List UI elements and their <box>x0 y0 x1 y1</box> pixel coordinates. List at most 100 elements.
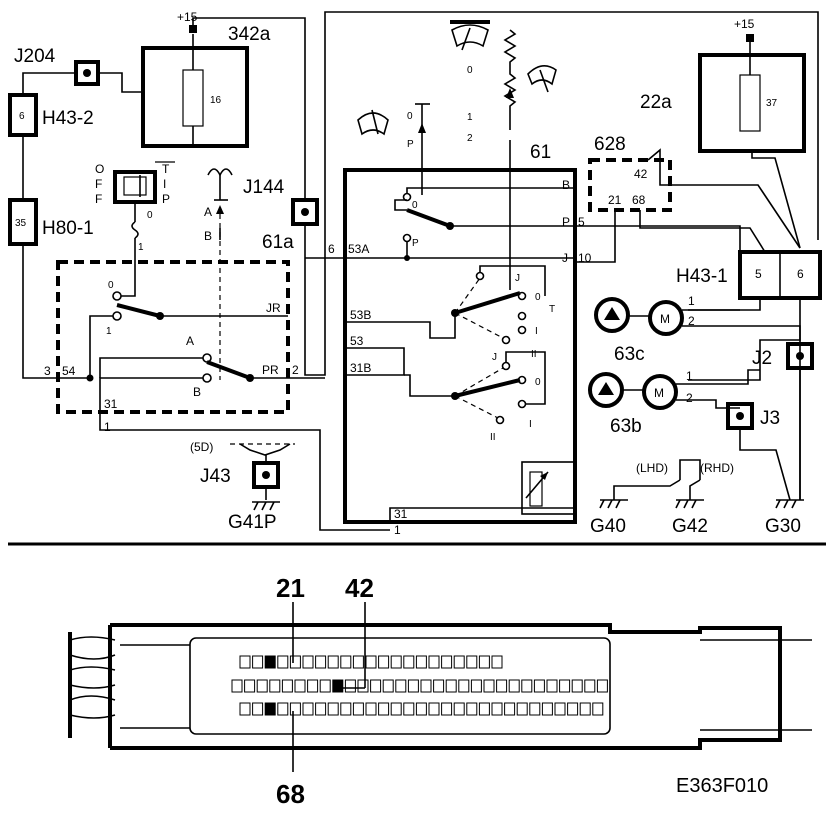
connector-h80-1: 35 H80-1 <box>8 198 94 246</box>
connector-pin <box>315 702 327 716</box>
term-31: 31 <box>104 397 118 411</box>
c628-42: 42 <box>634 167 648 181</box>
connector-pin <box>541 702 553 716</box>
connector-pin <box>491 655 503 669</box>
h80-1-pin: 35 <box>15 218 27 229</box>
sw-contact-0: 0 <box>108 280 114 291</box>
wiper-1: 1 <box>467 112 473 123</box>
grounds: (LHD) (RHD) G40 G42 G30 <box>590 368 804 537</box>
supply-label-right: +15 <box>734 17 755 31</box>
connector-pin <box>327 655 339 669</box>
highlighted-pin <box>264 655 276 669</box>
label-j2: J2 <box>752 348 772 369</box>
connector-pin <box>428 702 440 716</box>
connector-pin <box>395 679 407 693</box>
label-h80-1: H80-1 <box>42 218 94 239</box>
m63b-1: 1 <box>686 369 693 383</box>
connector-pin <box>307 679 319 693</box>
connector-pin <box>441 702 453 716</box>
h43-2-pin: 6 <box>19 111 25 122</box>
connector-pin <box>281 679 293 693</box>
connector-pin <box>478 702 490 716</box>
relay-coil-symbol: A B <box>204 168 233 380</box>
term-31b: 31B <box>350 361 371 375</box>
splice-j144: J144 <box>192 11 819 376</box>
pin-label-68: 68 <box>276 779 305 809</box>
term-2: 2 <box>292 363 299 377</box>
connector-pin <box>533 679 545 693</box>
label-j144: J144 <box>243 177 285 198</box>
r2-ii: II <box>490 432 496 443</box>
switch-61a: 61a 0 1 JR A B PR 2 54 3 31 1 <box>44 232 390 531</box>
label-g40: G40 <box>590 516 626 537</box>
connector-pin <box>415 655 427 669</box>
connector-pin <box>592 702 604 716</box>
fuse-16-label: 16 <box>210 95 222 106</box>
fuse-37-label: 37 <box>766 98 778 109</box>
connector-pin <box>508 679 520 693</box>
wiper-2: 2 <box>467 133 473 144</box>
wiper-p: P <box>407 139 414 150</box>
connector-pin <box>252 655 264 669</box>
connector-pin <box>294 679 306 693</box>
term-p: P <box>562 215 570 229</box>
stalk-o: O <box>95 162 104 176</box>
connector-pin <box>596 679 608 693</box>
term-jr: JR <box>266 301 281 315</box>
splice-j204: J204 <box>14 46 100 86</box>
wiper-0: 0 <box>407 111 413 122</box>
pin-label-21: 21 <box>276 573 305 603</box>
pin-label-42: 42 <box>345 573 374 603</box>
term-53: 53 <box>350 334 364 348</box>
connector-pin-grid <box>231 655 608 716</box>
label-h43-1: H43-1 <box>676 266 728 287</box>
connector-pin <box>302 655 314 669</box>
term-pr: PR <box>262 363 279 377</box>
h43-1-pin6: 6 <box>797 267 804 281</box>
connector-pin <box>340 655 352 669</box>
wiper-motor-61: 61 0 P B P 5 J 10 6 53A 0 P <box>305 20 592 537</box>
connector-pin <box>315 655 327 669</box>
connector-pin <box>403 655 415 669</box>
pump-motor-63b: M 1 2 63b <box>588 369 760 437</box>
connector-pin <box>483 679 495 693</box>
c628-21: 21 <box>608 193 622 207</box>
connector-pin <box>445 679 457 693</box>
connector-pin <box>546 679 558 693</box>
connector-pin <box>327 702 339 716</box>
ecu-connector: 21 42 68 <box>68 573 812 809</box>
r1-i: I <box>535 326 538 337</box>
term-3: 3 <box>44 364 51 378</box>
term-54: 54 <box>62 364 76 378</box>
label-j204: J204 <box>14 46 56 67</box>
connector-pin <box>365 702 377 716</box>
connector-pin <box>256 679 268 693</box>
connector-pin <box>239 655 251 669</box>
label-lhd: (LHD) <box>636 461 668 475</box>
stalk-f1: F <box>95 177 102 191</box>
m63c-1: 1 <box>688 294 695 308</box>
r1-j: J <box>515 273 520 284</box>
motor-63c-m: M <box>660 312 670 326</box>
sw-contact-1: 1 <box>106 326 112 337</box>
connector-pin <box>239 702 251 716</box>
connector-pin <box>529 702 541 716</box>
motor-63b-m: M <box>654 386 664 400</box>
wiper-icon-left <box>357 109 389 136</box>
connector-pin <box>466 702 478 716</box>
relay-b: B <box>204 229 212 243</box>
connector-h43-2: 6 H43-2 <box>8 93 94 137</box>
term-53a: 53A <box>348 242 369 256</box>
stalk-i: I <box>163 177 166 191</box>
highlighted-pin <box>332 679 344 693</box>
wiper-icon-right <box>527 65 557 93</box>
connector-pin <box>289 702 301 716</box>
connector-pin <box>357 679 369 693</box>
connector-pin <box>478 655 490 669</box>
connector-pin <box>521 679 533 693</box>
connector-pin <box>559 679 571 693</box>
relay-a: A <box>204 205 212 219</box>
term-1-lower: 1 <box>394 523 401 537</box>
connector-pin <box>554 702 566 716</box>
